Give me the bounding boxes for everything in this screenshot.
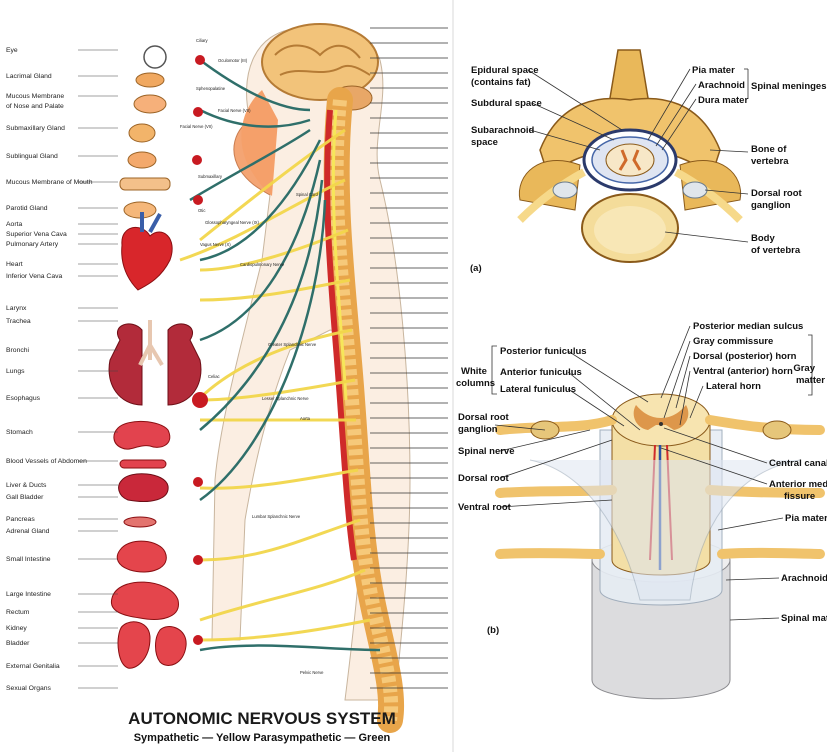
nerve-label: Facial Nerve (VII) xyxy=(180,124,213,129)
nerve-label: Lumbar Splanchnic Nerve xyxy=(252,514,301,519)
organ-label: Esophagus xyxy=(6,395,41,402)
organ-label: Aorta xyxy=(6,221,22,228)
subarachnoid-label: Subarachnoid xyxy=(471,125,535,136)
dura-mater-label: Dura mater xyxy=(698,95,748,106)
organ-label: Eye xyxy=(6,47,18,54)
organ-label: Stomach xyxy=(6,429,33,436)
spinal-nerve-label: Spinal nerve xyxy=(458,446,515,457)
subarachnoid-label-2: space xyxy=(471,137,498,148)
anterior-median-fissure-label-2: fissure xyxy=(784,491,815,502)
lateral-horn-label: Lateral horn xyxy=(706,381,761,392)
organ-label: External Genitalia xyxy=(6,663,60,670)
organ-label: Lungs xyxy=(6,368,25,375)
poster-subtitle: Sympathetic — Yellow Parasympathetic — G… xyxy=(134,732,391,744)
posterior-funiculus-label: Posterior funiculus xyxy=(500,346,587,357)
anterior-funiculus-label: Anterior funiculus xyxy=(500,367,582,378)
dorsal-root-ganglion-label-2: ganglion xyxy=(751,200,791,211)
epidural-label-2: (contains fat) xyxy=(471,77,531,88)
dorsal-root-label: Dorsal root xyxy=(458,473,510,484)
ventral-horn-label: Ventral (anterior) horn xyxy=(693,366,793,377)
panel-b-tag: (b) xyxy=(487,625,499,636)
organ-label: Pulmonary Artery xyxy=(6,241,59,248)
nerve-label: Greater Splanchnic Nerve xyxy=(268,342,317,347)
nerve-label: Spinal Cord xyxy=(296,192,319,197)
organ-label: Pancreas xyxy=(6,516,35,523)
nerve-label: Otic xyxy=(198,208,205,213)
pia-mater-label: Pia mater xyxy=(692,65,735,76)
dorsal-root-ganglion-b-label: Dorsal root xyxy=(458,412,510,423)
epidural-label: Epidural space xyxy=(471,65,539,76)
anterior-median-fissure-label: Anterior median xyxy=(769,479,827,490)
organ-label: Superior Vena Cava xyxy=(6,231,67,238)
organ-label: Sublingual Gland xyxy=(6,153,58,160)
body-of-vertebra-label-2: of vertebra xyxy=(751,245,801,256)
bone-of-vertebra-label: Bone of xyxy=(751,144,787,155)
nerve-label: Aorta xyxy=(300,416,311,421)
pia-mater-b-label: Pia mater xyxy=(785,513,827,524)
panel-a-tag: (a) xyxy=(470,263,482,274)
organ-label: Larynx xyxy=(6,305,27,312)
organ-label: Trachea xyxy=(6,318,31,325)
nerve-label: Pelvic Nerve xyxy=(300,670,324,675)
bone-of-vertebra-label-2: vertebra xyxy=(751,156,789,167)
organ-label: Mucous Membrane xyxy=(6,93,64,100)
organ-label: Inferior Vena Cava xyxy=(6,273,63,280)
nerve-label: Oculomotor (III) xyxy=(218,58,248,63)
lateral-funiculus-label: Lateral funiculus xyxy=(500,384,576,395)
organ-label: Rectum xyxy=(6,609,30,616)
spinal-mater-label: Spinal mater xyxy=(781,613,827,624)
nerve-label: Lesser Splanchnic Nerve xyxy=(262,396,309,401)
organ-label: Submaxillary Gland xyxy=(6,125,65,132)
dorsal-horn-label: Dorsal (posterior) horn xyxy=(693,351,797,362)
gray-matter-label-2: matter xyxy=(796,375,825,386)
organ-label: Blood Vessels of Abdomen xyxy=(6,458,87,465)
spinal-meninges-label: Spinal meninges xyxy=(751,81,827,92)
organ-label: Mucous Membrane of Mouth xyxy=(6,179,93,186)
arachnoid-label: Arachnoid xyxy=(698,80,745,91)
organ-label: of Nose and Palate xyxy=(6,103,64,110)
body-of-vertebra-label: Body xyxy=(751,233,775,244)
nerve-label: Facial Nerve (VII) xyxy=(218,108,251,113)
subdural-label: Subdural space xyxy=(471,98,542,109)
nerve-label: Vagus Nerve (X) xyxy=(200,242,231,247)
posterior-median-sulcus-label: Posterior median sulcus xyxy=(693,321,803,332)
nerve-label: Sphenopalatine xyxy=(196,86,226,91)
dorsal-root-ganglion-label: Dorsal root xyxy=(751,188,803,199)
nerve-label: Submaxillary xyxy=(198,174,223,179)
organ-label: Bronchi xyxy=(6,347,30,354)
ventral-root-label: Ventral root xyxy=(458,502,512,513)
arachnoid-b-label: Arachnoid xyxy=(781,573,827,584)
organ-label: Liver & Ducts xyxy=(6,482,47,489)
organ-label: Large Intestine xyxy=(6,591,51,598)
organ-label: Sexual Organs xyxy=(6,685,52,692)
nerve-label: Cardiopulmonary Nerve xyxy=(240,262,285,267)
white-columns-label: White xyxy=(461,366,487,377)
organ-label: Bladder xyxy=(6,640,30,647)
poster-title: AUTONOMIC NERVOUS SYSTEM xyxy=(128,709,396,728)
nerve-label: Glossopharyngeal Nerve (IX) xyxy=(205,220,260,225)
nerve-label: Ciliary xyxy=(196,38,209,43)
gray-matter-label: Gray xyxy=(793,363,815,374)
white-columns-label-2: columns xyxy=(456,378,495,389)
organ-label: Parotid Gland xyxy=(6,205,48,212)
organ-label: Heart xyxy=(6,261,23,268)
organ-label: Gall Bladder xyxy=(6,494,44,501)
gray-commissure-label: Gray commissure xyxy=(693,336,773,347)
organ-label: Kidney xyxy=(6,625,27,632)
organ-label: Adrenal Gland xyxy=(6,528,50,535)
nerve-label: Celiac xyxy=(208,374,220,379)
organ-label: Small Intestine xyxy=(6,556,51,563)
central-canal-label: Central canal xyxy=(769,458,827,469)
dorsal-root-ganglion-b-label-2: ganglion xyxy=(458,424,498,435)
organ-label: Lacrimal Gland xyxy=(6,73,52,80)
